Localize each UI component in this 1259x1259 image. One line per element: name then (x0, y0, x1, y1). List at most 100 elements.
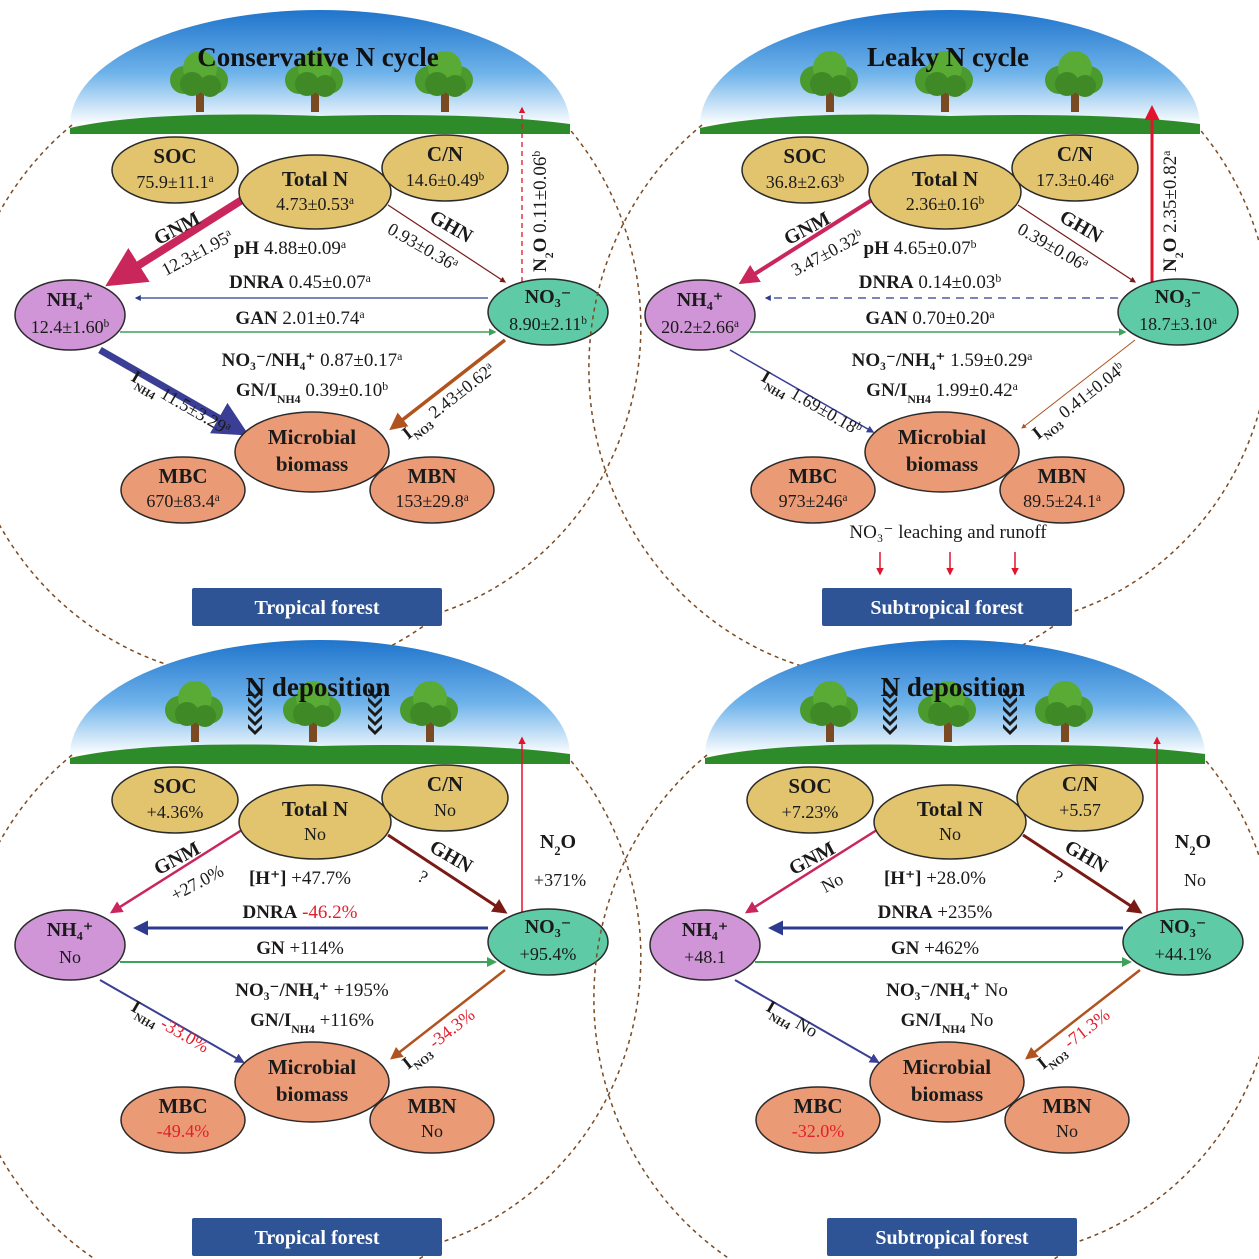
soc-node (741, 136, 869, 204)
soc-value: 36.8±2.63b (766, 172, 845, 192)
no3-value: +44.1% (1155, 944, 1212, 964)
soc-value: +4.36% (147, 802, 204, 822)
forest-label: Tropical forest (255, 597, 380, 619)
soil-boundary-left (0, 754, 443, 1259)
panel-title: N deposition (881, 672, 1026, 702)
soil-boundary-right (1076, 754, 1259, 1243)
ground (700, 114, 1200, 134)
inh4-arrow (734, 979, 880, 1063)
nh4-label: NH₄⁺ (47, 289, 94, 311)
total-n-value: 4.73±0.53a (276, 194, 354, 214)
no3-label: NO₃⁻ (1155, 286, 1202, 308)
inh4-arrow (98, 346, 250, 436)
n2o-value: No (1184, 870, 1206, 890)
inh4-arrow (729, 349, 875, 433)
panel-title: Conservative N cycle (197, 42, 438, 72)
mbn-value: 89.5±24.1a (1023, 491, 1101, 511)
nh4-value: 12.4±1.60b (31, 317, 110, 337)
cn-label: C/N (427, 772, 463, 796)
mbc-label: MBC (789, 464, 838, 488)
total-n-node (873, 784, 1027, 860)
gn-text: GAN 0.70±0.20a (865, 308, 995, 330)
dnra-text: DNRA -46.2% (242, 902, 357, 923)
mbc-node (750, 456, 876, 524)
mbc-value: 670±83.4a (146, 491, 219, 511)
ghn-value: ? (1050, 866, 1067, 887)
dnra-text: DNRA 0.14±0.03b (859, 272, 1002, 294)
ratio-gn-inh4: GN/INH4 No (901, 1010, 994, 1036)
nh4-node (649, 909, 761, 981)
mbc-label: MBC (159, 1094, 208, 1118)
cn-node (381, 764, 509, 832)
forest-label-box (822, 588, 1072, 626)
soil-boundary-left (0, 124, 443, 680)
ghn-label: GHN (1061, 836, 1112, 878)
soil-boundary-left (593, 754, 1078, 1259)
nh4-value: No (59, 947, 81, 967)
microbial-line2: biomass (906, 452, 978, 476)
ino3-arrow (1021, 339, 1136, 429)
no3-value: +95.4% (520, 944, 577, 964)
no3-label: NO₃⁻ (525, 916, 572, 938)
total-n-label: Total N (282, 167, 348, 191)
ratio-no3-nh4: NO₃⁻/NH₄⁺ No (886, 980, 1008, 1001)
microbial-line2: biomass (276, 1082, 348, 1106)
panel-title: N deposition (246, 672, 391, 702)
mbn-value: No (1056, 1121, 1078, 1141)
total-n-value: No (304, 824, 326, 844)
ino3-arrow (1025, 969, 1141, 1060)
no3-node (487, 278, 609, 346)
nh4-node (644, 279, 756, 351)
gnm-arrow (105, 194, 248, 287)
microbial-line1: Microbial (903, 1055, 991, 1079)
forest-label: Subtropical forest (875, 1227, 1028, 1249)
total-n-node (238, 784, 392, 860)
mbn-label: MBN (408, 1094, 457, 1118)
microbial-line2: biomass (276, 452, 348, 476)
ino3-arrow (389, 338, 507, 431)
no3-label: NO₃⁻ (1160, 916, 1207, 938)
mbc-value: 973±246a (779, 491, 848, 511)
microbial-line1: Microbial (898, 425, 986, 449)
ground (70, 744, 570, 764)
nh4-node (14, 279, 126, 351)
inh4-text: INH4 1.69±0.18b (756, 366, 866, 444)
forest-label: Tropical forest (255, 1227, 380, 1249)
soil-boundary-right (441, 754, 642, 1243)
n2o-label: N2O (1175, 831, 1211, 858)
ino3-text: INO3 2.43±0.62a (398, 359, 501, 447)
cn-value: No (434, 800, 456, 820)
n2o-text: N2O 2.35±0.82a (1160, 150, 1186, 272)
nh4-label: NH₄⁺ (47, 919, 94, 941)
mbn-node (369, 1086, 495, 1154)
total-n-value: 2.36±0.16b (906, 194, 985, 214)
soil-boundary-right (441, 124, 642, 613)
forest-label-box (192, 588, 442, 626)
no3-label: NO₃⁻ (525, 286, 572, 308)
microbial-line1: Microbial (268, 425, 356, 449)
mbn-label: MBN (1043, 1094, 1092, 1118)
cn-node (381, 134, 509, 202)
microbial-biomass-node (864, 411, 1020, 493)
soc-label: SOC (153, 144, 196, 168)
cn-value: 14.6±0.49b (406, 170, 485, 190)
no3-value: 8.90±2.11b (509, 314, 587, 334)
soc-node (111, 766, 239, 834)
microbial-line2: biomass (911, 1082, 983, 1106)
soc-value: 75.9±11.1a (136, 172, 213, 192)
soc-node (746, 766, 874, 834)
ratio-no3-nh4: NO₃⁻/NH₄⁺ 1.59±0.29a (852, 350, 1033, 372)
total-n-node (238, 154, 392, 230)
n2o-value: +371% (534, 870, 586, 890)
inh4-text: INH4 No (761, 996, 822, 1046)
mbc-node (755, 1086, 881, 1154)
gn-text: GAN 2.01±0.74a (235, 308, 365, 330)
gnm-value: No (818, 869, 847, 897)
total-n-label: Total N (917, 797, 983, 821)
n2o-label: N2O (540, 831, 576, 858)
n2o-text: N2O 0.11±0.06b (530, 151, 556, 272)
